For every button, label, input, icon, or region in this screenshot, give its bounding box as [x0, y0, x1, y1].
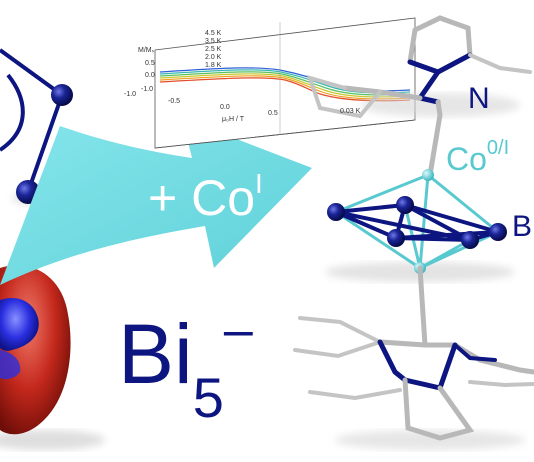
arrow-label-prefix: + Co: [148, 170, 256, 226]
plot-xtick: 0.5: [268, 110, 278, 117]
plot-ytick: -1.0: [141, 86, 154, 93]
plot-legend-entry: 0.03 K: [340, 108, 361, 115]
bi5-subscript: 5: [192, 366, 224, 429]
plot-legend-entry: 2.5 K: [205, 46, 222, 53]
cobalt-oxidation: 0/I: [486, 137, 510, 159]
arrow-label: + CoI: [148, 168, 263, 226]
arrow-label-superscript: I: [255, 168, 263, 199]
plot-xtick: 0.0: [220, 104, 230, 111]
plot-xtick: -0.5: [168, 98, 181, 105]
bi5-superscript: –: [223, 301, 253, 359]
inset-plot: [154, 17, 416, 149]
plot-legend-entry: 1.8 K: [205, 62, 222, 69]
bismuth-label: B: [512, 210, 533, 243]
co-bi-cluster: [325, 169, 515, 348]
top-ligand: [306, 15, 532, 178]
cobalt-label: Co0/I: [446, 138, 509, 175]
nitrogen-label: N: [468, 82, 490, 115]
plot-xlabel: μ₀H / T: [222, 116, 244, 123]
plot-legend-entry: 3.5 K: [205, 38, 222, 45]
reaction-arrow: [0, 118, 312, 285]
plot-ylabel: M/Mₛ: [138, 47, 155, 54]
bottom-ligand: [293, 316, 534, 450]
plot-legend-entry: 4.5 K: [205, 30, 222, 37]
bi5-label: Bi5 –: [118, 304, 253, 426]
plot-xtick: -1.0: [124, 91, 137, 98]
electron-density-surface: [0, 265, 105, 450]
cobalt-symbol: Co: [446, 141, 487, 177]
plot-ytick: 0.5: [145, 60, 155, 67]
plot-ytick: 0.0: [145, 72, 155, 79]
plot-legend-entry: 2.0 K: [205, 54, 222, 61]
bi5-base: Bi: [118, 307, 193, 401]
